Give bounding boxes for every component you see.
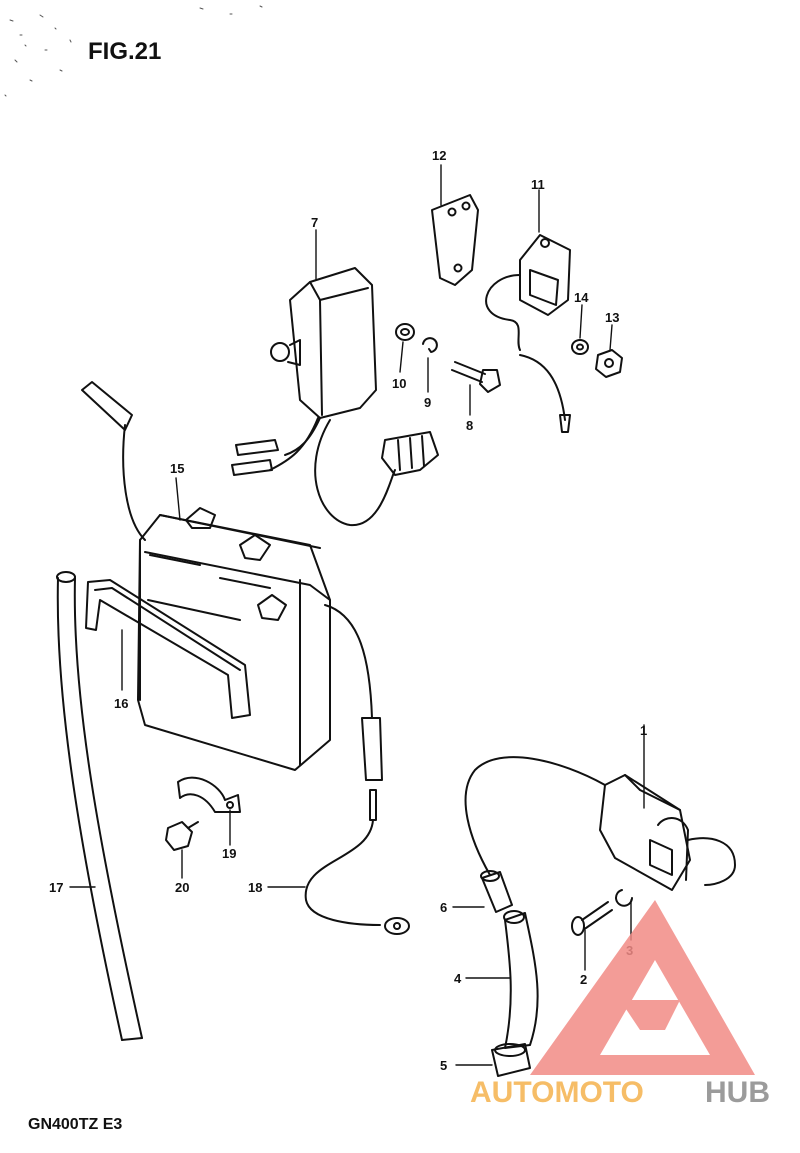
watermark-logo: AUTOMOTO HUB	[470, 900, 770, 1109]
watermark-text-right: HUB	[705, 1076, 770, 1109]
callout-7: 7	[311, 215, 318, 230]
battery-lead-negative	[81, 381, 146, 541]
callout-12: 12	[432, 148, 446, 163]
part-3-washer	[615, 889, 633, 907]
figure-title: FIG.21	[88, 38, 162, 65]
callout-2: 2	[580, 972, 587, 987]
part-6-plug-cap	[480, 870, 513, 913]
part-20-bolt	[165, 821, 199, 851]
callout-13: 13	[605, 310, 619, 325]
callout-17: 17	[49, 880, 63, 895]
callout-19: 19	[222, 846, 236, 861]
part-14-washer	[571, 339, 589, 355]
callout-10: 10	[392, 376, 406, 391]
part-9-lock-washer	[422, 337, 438, 353]
leader-lines	[69, 164, 645, 1066]
part-17-hose	[56, 571, 143, 1041]
part-19-clamp	[177, 776, 241, 813]
callout-15: 15	[170, 461, 184, 476]
callout-11: 11	[531, 177, 545, 192]
part-5-seal	[491, 1043, 531, 1077]
callout-8: 8	[466, 418, 473, 433]
part-4-spark-plug-cap	[503, 910, 539, 1049]
callout-14: 14	[574, 290, 589, 305]
scan-noise	[4, 5, 263, 97]
part-12-bracket	[431, 194, 479, 286]
callout-1: 1	[640, 723, 647, 738]
part-10-washer	[395, 323, 415, 341]
logo-triangle-icon	[530, 900, 755, 1075]
part-18-lead-wire	[304, 789, 410, 935]
battery-lead-positive	[324, 604, 383, 781]
model-code: GN400TZ E3	[28, 1116, 123, 1133]
watermark-text-left: AUTOMOTO	[470, 1076, 644, 1109]
callout-18: 18	[248, 880, 262, 895]
part-7-cdi-unit	[231, 267, 439, 527]
callout-16: 16	[114, 696, 128, 711]
callout-6: 6	[440, 900, 447, 915]
callout-4: 4	[454, 971, 462, 986]
callout-5: 5	[440, 1058, 447, 1073]
part-8-bolt	[451, 361, 501, 393]
part-1-ignition-coil	[464, 756, 736, 891]
callout-9: 9	[424, 395, 431, 410]
part-16-strap	[85, 579, 251, 719]
callout-20: 20	[175, 880, 189, 895]
part-15-battery	[137, 507, 331, 771]
part-13-nut	[595, 349, 623, 378]
part-11-regulator	[485, 234, 571, 433]
part-2-screw	[571, 901, 613, 936]
